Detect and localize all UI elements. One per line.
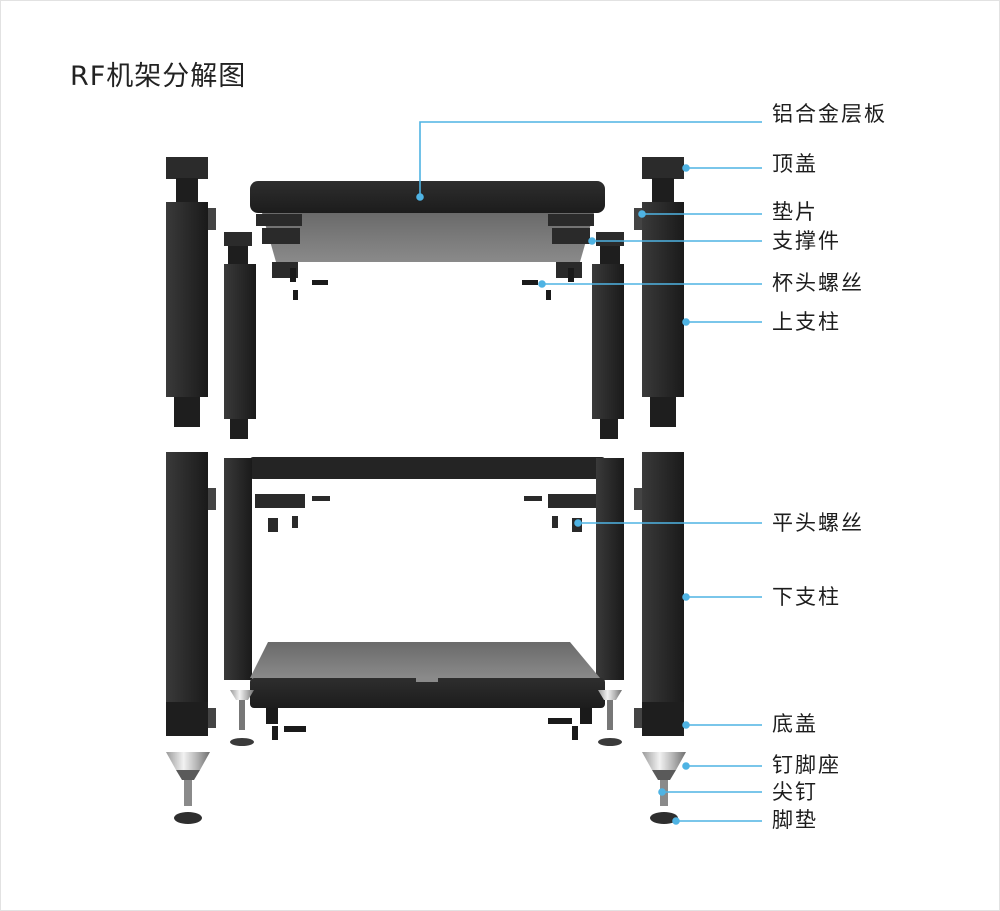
label-flat-screw: 平头螺丝 [772, 511, 864, 535]
upper-right-front-post [592, 232, 624, 439]
label-plate: 铝合金层板 [772, 102, 887, 126]
upper-left-front-post [224, 232, 256, 439]
middle-rail [250, 457, 605, 479]
cup-screws-top [290, 268, 574, 300]
bottom-screws [266, 708, 592, 740]
label-cup-screw: 杯头螺丝 [772, 271, 864, 295]
label-lower-post: 下支柱 [772, 585, 841, 609]
label-upper-post: 上支柱 [772, 310, 841, 334]
top-plate [250, 181, 605, 262]
back-left-foot [166, 752, 210, 824]
label-spike: 尖钉 [772, 780, 818, 804]
label-spike-seat: 钉脚座 [772, 753, 841, 777]
bottom-plate [250, 642, 605, 708]
upper-right-back-post [634, 157, 684, 427]
front-right-foot [598, 690, 622, 746]
diagram-title: RF机架分解图 [70, 61, 247, 92]
middle-brackets [255, 494, 598, 532]
back-right-foot [642, 752, 686, 824]
label-shim: 垫片 [772, 200, 818, 224]
label-bottom-cap: 底盖 [772, 712, 818, 736]
callout-line-plate [419, 121, 762, 197]
label-support: 支撑件 [772, 229, 841, 253]
lower-left-back-post [166, 452, 216, 736]
label-foot-pad: 脚垫 [772, 808, 818, 832]
lower-right-front-post [596, 458, 624, 680]
label-top-cap: 顶盖 [772, 152, 818, 176]
upper-left-back-post [166, 157, 216, 427]
front-left-foot [230, 690, 254, 746]
callout-lines [416, 121, 762, 825]
lower-left-front-post [224, 458, 252, 680]
lower-right-back-post [634, 452, 684, 736]
